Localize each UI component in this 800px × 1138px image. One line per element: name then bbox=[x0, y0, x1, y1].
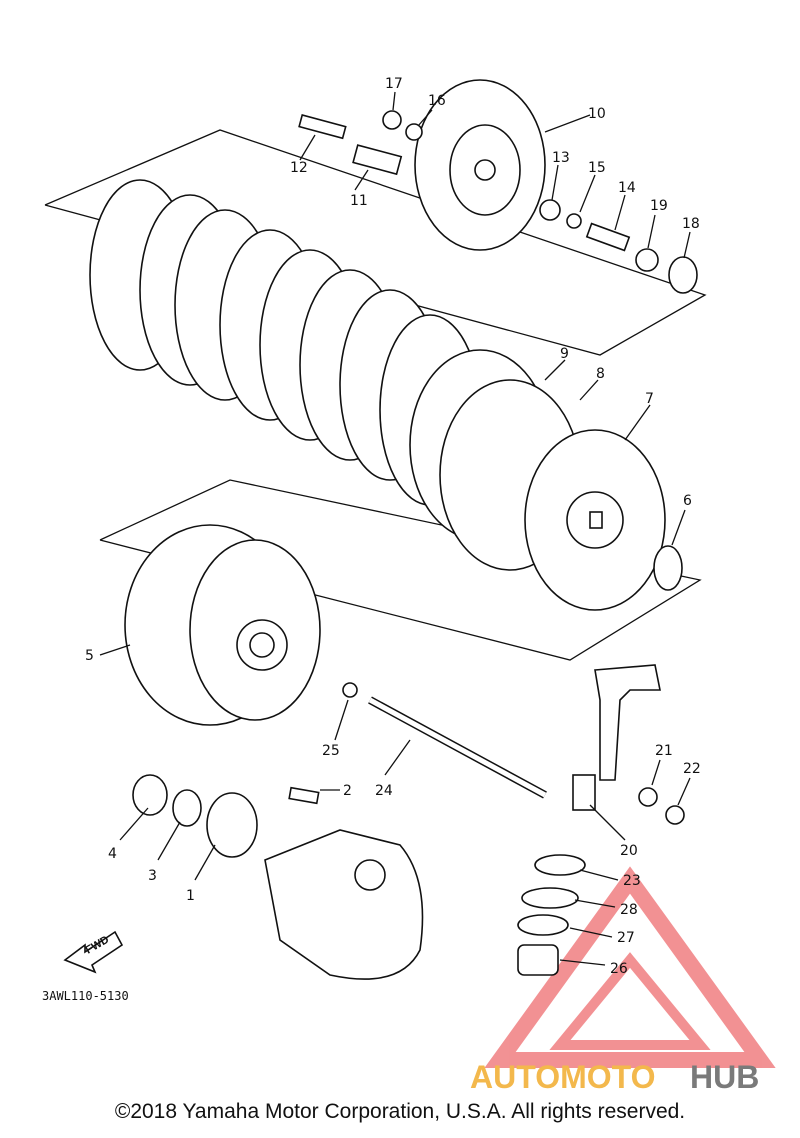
clutch-housing bbox=[124, 524, 321, 726]
part-label-2: 2 bbox=[343, 783, 352, 799]
part-label-21: 21 bbox=[655, 743, 673, 759]
part-label-6: 6 bbox=[683, 493, 692, 509]
part-label-9: 9 bbox=[560, 346, 569, 362]
part-label-1: 1 bbox=[186, 888, 195, 904]
part-label-8: 8 bbox=[596, 366, 605, 382]
part-label-17: 17 bbox=[385, 76, 403, 92]
boss-and-plates bbox=[409, 349, 683, 611]
part-label-12: 12 bbox=[290, 160, 308, 176]
top-hardware bbox=[298, 110, 698, 294]
part-label-16: 16 bbox=[428, 93, 446, 109]
watermark-brand-part1: AUTOMOTO bbox=[470, 1059, 655, 1095]
drawing-code: 3AWL110-5130 bbox=[42, 989, 129, 1003]
copyright-footer: ©2018 Yamaha Motor Corporation, U.S.A. A… bbox=[114, 1100, 686, 1123]
part-label-15: 15 bbox=[588, 160, 606, 176]
part-label-11: 11 bbox=[350, 193, 368, 209]
part-labels: 1 2 3 4 5 6 7 8 9 10 11 12 13 14 15 16 1… bbox=[85, 76, 701, 977]
part-label-14: 14 bbox=[618, 180, 636, 196]
part-label-3: 3 bbox=[148, 868, 157, 884]
watermark-brand: AUTOMOTO HUB bbox=[470, 1059, 759, 1095]
part-label-27: 27 bbox=[617, 930, 635, 946]
watermark-brand-part2: HUB bbox=[690, 1059, 759, 1095]
part-label-13: 13 bbox=[552, 150, 570, 166]
part-label-19: 19 bbox=[650, 198, 668, 214]
clutch-plate-stack bbox=[89, 179, 481, 506]
part-label-5: 5 bbox=[85, 648, 94, 664]
fwd-arrow: FWD bbox=[63, 930, 124, 974]
part-label-26: 26 bbox=[610, 961, 628, 977]
part-label-20: 20 bbox=[620, 843, 638, 859]
part-label-22: 22 bbox=[683, 761, 701, 777]
leader-lines bbox=[99, 91, 691, 966]
part-label-24: 24 bbox=[375, 783, 393, 799]
lower-hardware bbox=[132, 664, 685, 980]
part-label-10: 10 bbox=[588, 106, 606, 122]
part-label-23: 23 bbox=[623, 873, 641, 889]
part-label-7: 7 bbox=[645, 391, 654, 407]
part-label-28: 28 bbox=[620, 902, 638, 918]
part-label-18: 18 bbox=[682, 216, 700, 232]
part-label-25: 25 bbox=[322, 743, 340, 759]
watermark-triangle bbox=[484, 866, 776, 1068]
part-label-4: 4 bbox=[108, 846, 117, 862]
pressure-plate bbox=[414, 79, 546, 251]
